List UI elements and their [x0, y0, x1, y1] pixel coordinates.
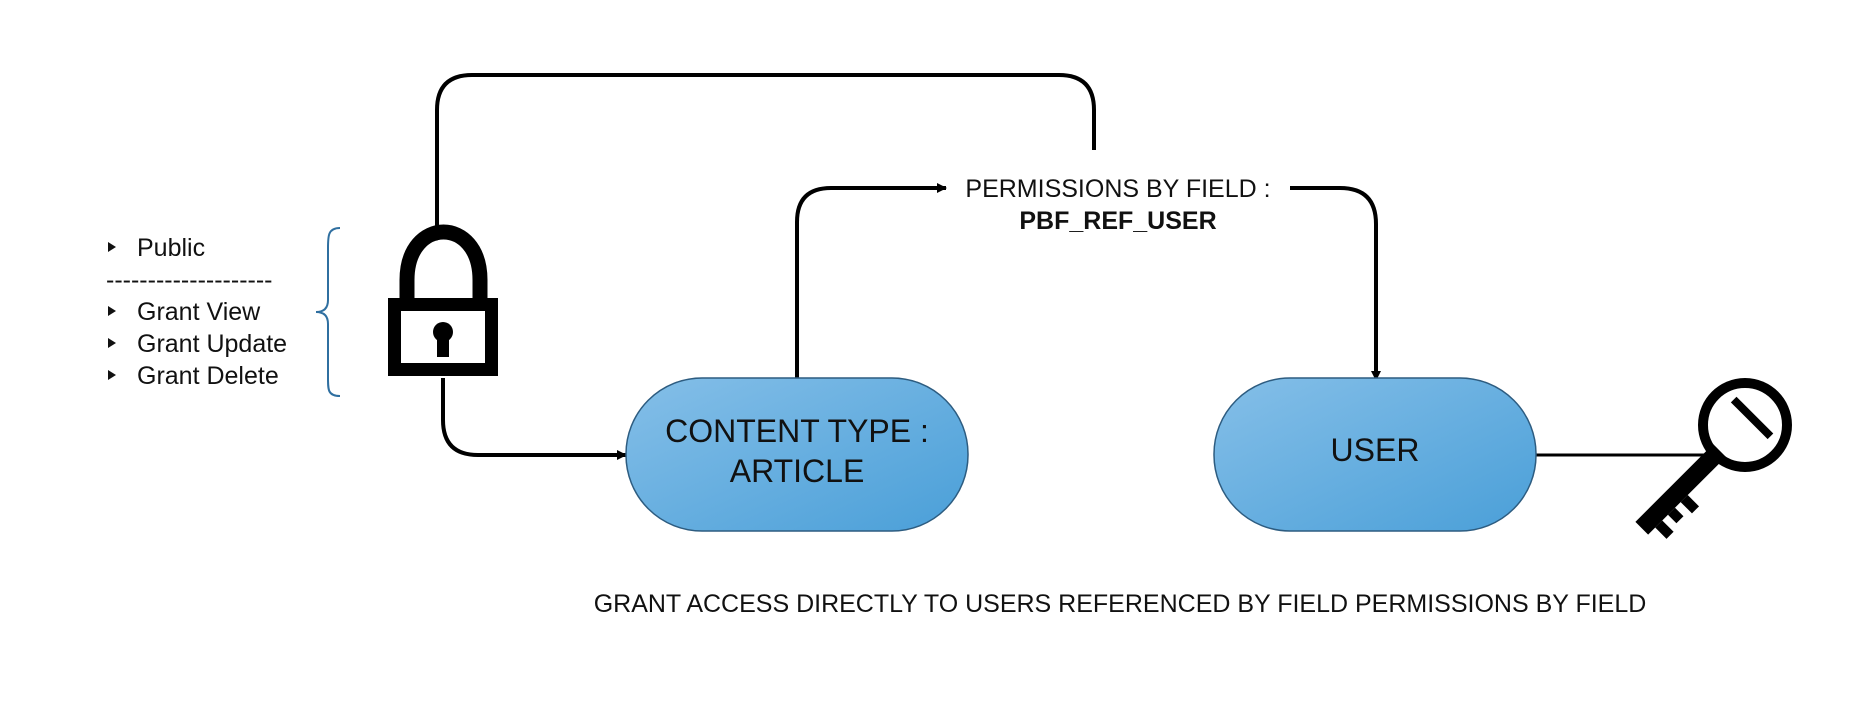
- user-label: USER: [1331, 432, 1420, 468]
- bullet-icon: [108, 338, 116, 348]
- content-type-label-line2: ARTICLE: [730, 453, 865, 489]
- access-options-list: Public -------------------- Grant View G…: [106, 234, 287, 390]
- permissions-label: PERMISSIONS BY FIELD : PBF_REF_USER: [965, 175, 1270, 235]
- curly-brace: [315, 227, 341, 397]
- bullet-icon: [108, 242, 116, 252]
- content-type-node[interactable]: CONTENT TYPE : ARTICLE: [625, 377, 969, 532]
- option-grant-view: Grant View: [137, 298, 261, 326]
- key-icon: [1635, 378, 1792, 539]
- option-public: Public: [137, 234, 205, 262]
- edge-lock-to-content-type: [441, 378, 627, 460]
- option-divider: --------------------: [106, 266, 273, 294]
- permissions-label-line2: PBF_REF_USER: [1019, 207, 1216, 235]
- user-node[interactable]: USER: [1213, 377, 1537, 532]
- edge-permissions-to-user: [1290, 186, 1381, 381]
- diagram-caption: GRANT ACCESS DIRECTLY TO USERS REFERENCE…: [594, 590, 1647, 618]
- option-grant-delete: Grant Delete: [137, 362, 279, 390]
- bullet-icon: [108, 370, 116, 380]
- edge-content-type-to-permissions: [795, 183, 947, 378]
- option-grant-update: Grant Update: [137, 330, 287, 358]
- bullet-icon: [108, 306, 116, 316]
- lock-icon: [388, 224, 498, 376]
- edge-permissions-to-lock: [432, 73, 1096, 241]
- permissions-label-line1: PERMISSIONS BY FIELD :: [965, 175, 1270, 203]
- content-type-label-line1: CONTENT TYPE :: [665, 413, 929, 449]
